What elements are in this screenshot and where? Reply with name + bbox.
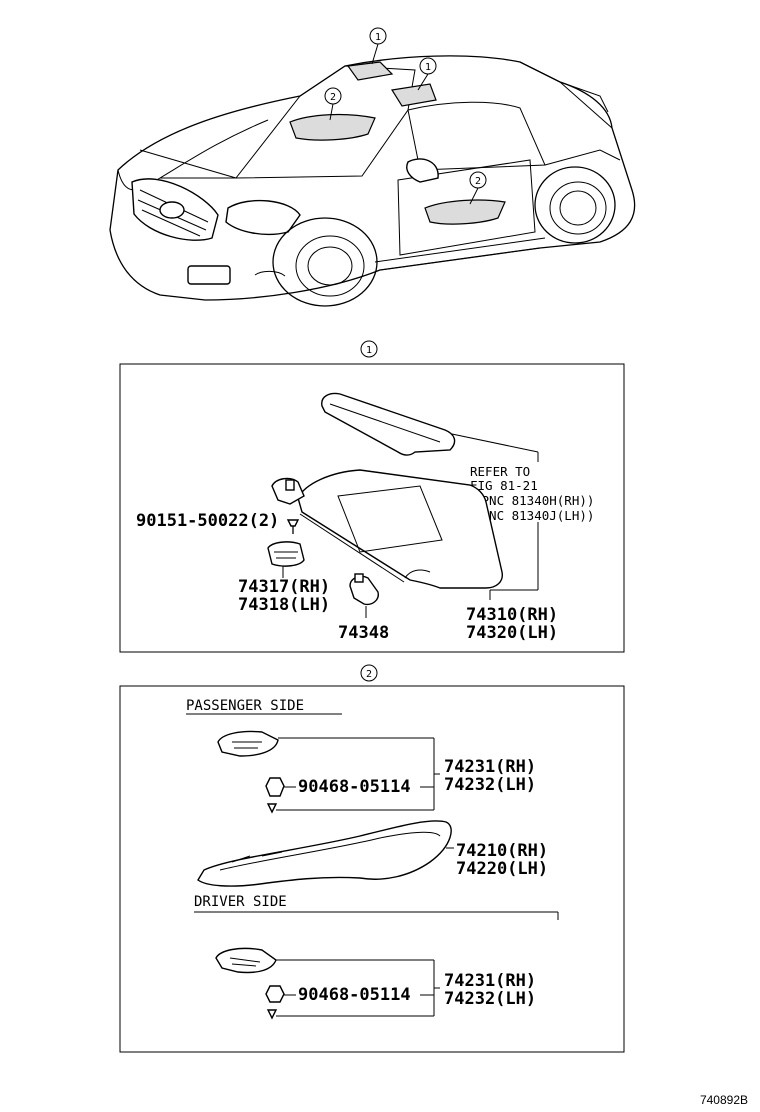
- section-2-callout: 2: [366, 669, 372, 680]
- visor-holder-part: [267, 541, 305, 567]
- part-number-grip-rh: 74210(RH): [456, 841, 548, 861]
- part-number-driver-cover-lh: 74232(LH): [444, 989, 536, 1009]
- visor-clip-part: [349, 575, 379, 606]
- section-2-assist-grip: 2 PASSENGER SIDE 90468-05114 74231(RH) 7…: [119, 664, 625, 1053]
- part-number-holder-lh: 74318(LH): [238, 595, 330, 615]
- refer-note-line3: (PNC 81340H(RH)): [474, 493, 594, 508]
- callout-2-grip-right: 2: [475, 176, 481, 187]
- section-1-callout: 1: [366, 345, 372, 356]
- part-number-screw: 90151-50022(2): [136, 511, 279, 531]
- part-number-visor-lh: 74320(LH): [466, 623, 558, 643]
- figure-id: 740892B: [700, 1093, 748, 1107]
- part-number-driver-bolt: 90468-05114: [298, 985, 411, 1005]
- section-1-sun-visor: 1 REFER TO FIG 81-21 (PNC 81340H(RH)) (P…: [119, 340, 625, 653]
- section-1-frame: [119, 363, 625, 653]
- passenger-bolt-part: [265, 777, 285, 797]
- section-2-frame: [119, 685, 625, 1053]
- callout-1-visor-right: 1: [425, 62, 431, 73]
- part-number-clip: 74348: [338, 623, 389, 643]
- refer-note-line2: FIG 81-21: [470, 478, 538, 493]
- sun-visor-part: [297, 469, 503, 589]
- screw-part: [286, 519, 300, 527]
- refer-note-line4: (PNC 81340J(LH)): [474, 508, 594, 523]
- assist-grip-part: [197, 820, 452, 887]
- callout-2-grip-left: 2: [330, 92, 336, 103]
- passenger-cover-part: [217, 730, 279, 757]
- part-number-passenger-cover-lh: 74232(LH): [444, 775, 536, 795]
- part-number-driver-cover-rh: 74231(RH): [444, 971, 536, 991]
- part-number-visor-rh: 74310(RH): [466, 605, 558, 625]
- refer-note-line1: REFER TO: [470, 464, 530, 479]
- driver-side-label: DRIVER SIDE: [194, 894, 287, 910]
- passenger-side-label: PASSENGER SIDE: [186, 698, 304, 714]
- car-illustration: 1 1 2 2: [109, 27, 636, 307]
- part-number-grip-lh: 74220(LH): [456, 859, 548, 879]
- visor-hinge-part: [271, 477, 305, 505]
- part-number-holder-rh: 74317(RH): [238, 577, 330, 597]
- driver-bolt-part: [265, 985, 285, 1003]
- part-number-passenger-bolt: 90468-05114: [298, 777, 411, 797]
- part-number-passenger-cover-rh: 74231(RH): [444, 757, 536, 777]
- callout-1-visor-left: 1: [375, 32, 381, 43]
